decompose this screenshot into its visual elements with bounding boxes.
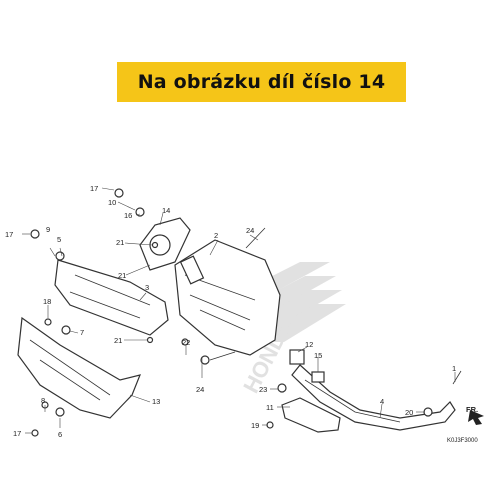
front-direction-arrow: FR. xyxy=(466,405,484,425)
fasteners xyxy=(30,188,462,437)
gasket-part xyxy=(289,349,305,365)
callout-13: 13 xyxy=(152,397,160,406)
callout-labels: 17 10 16 14 17 9 5 21 21 2 24 3 18 7 21 … xyxy=(5,184,456,439)
leader-lines xyxy=(22,187,456,434)
callout-12: 12 xyxy=(305,340,313,349)
callout-1: 1 xyxy=(452,364,456,373)
callout-17-top: 17 xyxy=(90,184,98,193)
callout-3: 3 xyxy=(145,283,149,292)
callout-11: 11 xyxy=(266,403,274,412)
pipe-guard-part xyxy=(281,397,341,433)
callout-10: 10 xyxy=(108,198,116,207)
callout-21-upper: 21 xyxy=(116,238,124,247)
callout-16: 16 xyxy=(124,211,132,220)
callout-18: 18 xyxy=(43,297,51,306)
callout-4: 4 xyxy=(380,397,384,406)
callout-21-middle: 21 xyxy=(118,271,126,280)
banner-text: Na obrázku díl číslo 14 xyxy=(137,71,386,93)
exhaust-cover-part xyxy=(54,259,169,336)
callout-5: 5 xyxy=(57,235,61,244)
callout-6: 6 xyxy=(58,430,62,439)
callout-17-left: 17 xyxy=(5,230,13,239)
callout-22: 22 xyxy=(182,338,190,347)
callout-21-lower: 21 xyxy=(114,336,122,345)
callout-7: 7 xyxy=(80,328,84,337)
direction-label: FR. xyxy=(466,405,478,414)
callout-2: 2 xyxy=(214,231,218,240)
joint-part xyxy=(311,371,325,383)
lower-protector-part xyxy=(17,316,141,419)
callout-24-upper: 24 xyxy=(246,226,254,235)
exhaust-pipe-part xyxy=(291,364,456,431)
callout-23: 23 xyxy=(259,385,267,394)
callout-15: 15 xyxy=(314,351,322,360)
callout-8: 8 xyxy=(41,396,45,405)
muffler-body-part xyxy=(174,239,281,356)
callout-20: 20 xyxy=(405,408,413,417)
diagram-code: K0J3F3000 xyxy=(447,438,478,444)
callout-9: 9 xyxy=(46,225,50,234)
callout-17-bottom: 17 xyxy=(13,429,21,438)
callout-19: 19 xyxy=(251,421,259,430)
callout-24-lower: 24 xyxy=(196,385,204,394)
callout-14: 14 xyxy=(162,206,170,215)
part-number-banner: Na obrázku díl číslo 14 xyxy=(117,62,406,102)
